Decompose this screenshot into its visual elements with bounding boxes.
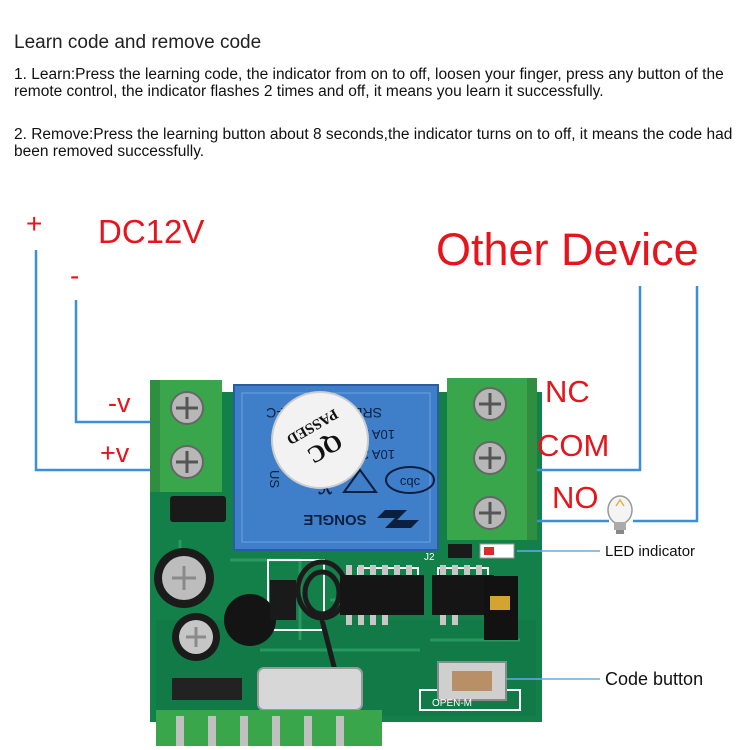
capacitors — [154, 548, 220, 661]
light-bulb-icon — [607, 495, 633, 534]
switch-label: OPEN-M — [432, 698, 472, 709]
terminal-minus-v-label: -v — [108, 388, 131, 418]
dc-plus-label: + — [26, 208, 43, 239]
relay-brand: SONGLE — [303, 511, 366, 528]
remove-instruction: 2. Remove:Press the learning button abou… — [14, 126, 733, 160]
songle-logo-icon — [377, 510, 419, 528]
crystal-oscillator — [257, 667, 363, 711]
terminal-com-label: COM — [537, 428, 610, 463]
relay-us-mark: US — [267, 470, 282, 488]
cqc-mark: cqc — [400, 473, 421, 488]
led-indicator-label: LED indicator — [605, 543, 696, 560]
qc-sticker — [271, 391, 369, 489]
other-device-label: Other Device — [436, 224, 699, 275]
learn-instruction: 1. Learn:Press the learning code, the in… — [14, 66, 724, 100]
page-title: Learn code and remove code — [14, 32, 262, 53]
dc-voltage-label: DC12V — [98, 213, 205, 250]
ic-chip-2 — [432, 575, 494, 615]
code-button-label: Code button — [605, 669, 704, 689]
terminal-no-label: NO — [552, 480, 599, 515]
terminal-screws — [170, 387, 507, 530]
terminal-nc-label: NC — [545, 374, 590, 409]
dc-minus-label: - — [70, 260, 80, 291]
terminal-plus-v-label: +v — [100, 438, 130, 468]
ic-chip-1 — [340, 575, 424, 615]
j2-label: J2 — [424, 552, 435, 563]
